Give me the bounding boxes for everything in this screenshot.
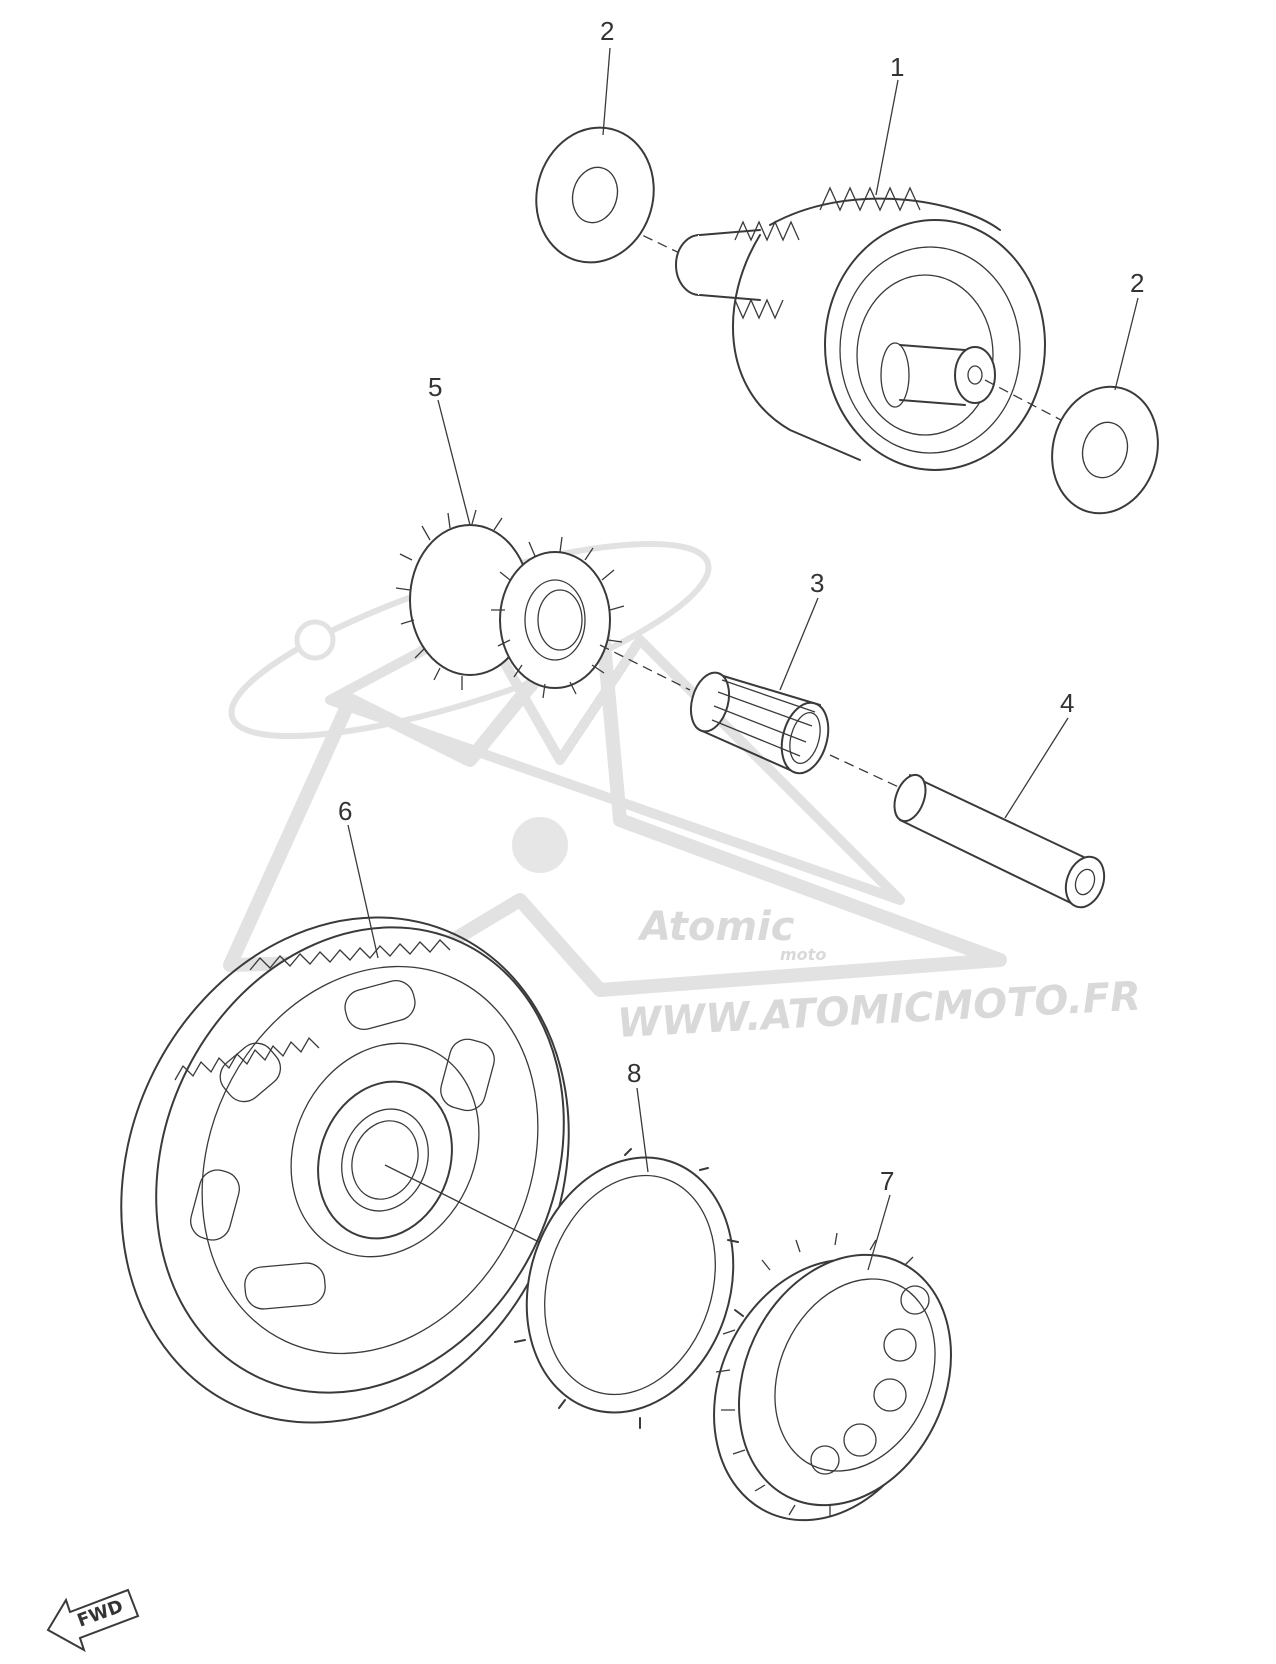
callout-1: 1 bbox=[890, 52, 904, 82]
part-7-one-way-bearing bbox=[713, 1232, 952, 1522]
callout-2-upper: 2 bbox=[600, 16, 614, 46]
fwd-arrow-icon: FWD bbox=[46, 1588, 140, 1653]
watermark-brand-sub: moto bbox=[780, 945, 826, 964]
watermark-brand: Atomic bbox=[637, 904, 795, 950]
callout-5: 5 bbox=[428, 372, 442, 402]
callout-2-lower: 2 bbox=[1130, 268, 1144, 298]
callout-4: 4 bbox=[1060, 688, 1074, 718]
part-2-washer-lower bbox=[984, 379, 1159, 515]
watermark-logo: Atomic moto WWW.ATOMICMOTO.FR bbox=[223, 540, 1142, 1047]
part-5-idler-gear bbox=[395, 509, 691, 699]
part-8-plate bbox=[514, 1148, 744, 1429]
part-1-starter-clutch bbox=[599, 186, 1046, 471]
part-2-washer-upper bbox=[535, 126, 655, 264]
part-6-wheel-gear bbox=[120, 916, 570, 1424]
callout-6: 6 bbox=[338, 796, 352, 826]
callout-3: 3 bbox=[810, 568, 824, 598]
callout-7: 7 bbox=[880, 1166, 894, 1196]
callouts: 2 1 2 5 3 4 6 8 7 bbox=[338, 16, 1144, 1196]
part-3-needle-bearing bbox=[689, 671, 906, 791]
leader-lines bbox=[347, 47, 1139, 1271]
callout-8: 8 bbox=[627, 1058, 641, 1088]
part-4-shaft bbox=[893, 773, 1106, 909]
